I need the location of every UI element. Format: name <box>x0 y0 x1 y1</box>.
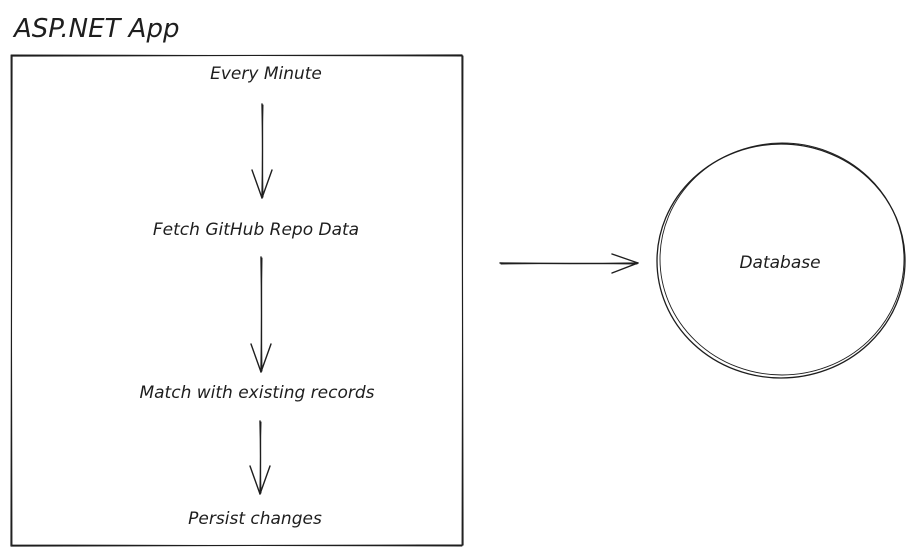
container-title: ASP.NET App <box>14 14 180 44</box>
flow-arrow-2 <box>250 256 272 373</box>
connector-arrow-to-database <box>499 253 639 274</box>
step-every-minute: Every Minute <box>210 64 322 84</box>
step-fetch-github-repo-data: Fetch GitHub Repo Data <box>152 220 360 240</box>
database-circle <box>656 142 906 379</box>
flow-arrow-1 <box>251 103 273 199</box>
database-label: Database <box>739 253 821 273</box>
step-match-existing-records: Match with existing records <box>139 383 375 403</box>
container-box <box>10 54 464 547</box>
flow-arrow-3 <box>249 420 271 495</box>
step-persist-changes: Persist changes <box>188 509 322 529</box>
